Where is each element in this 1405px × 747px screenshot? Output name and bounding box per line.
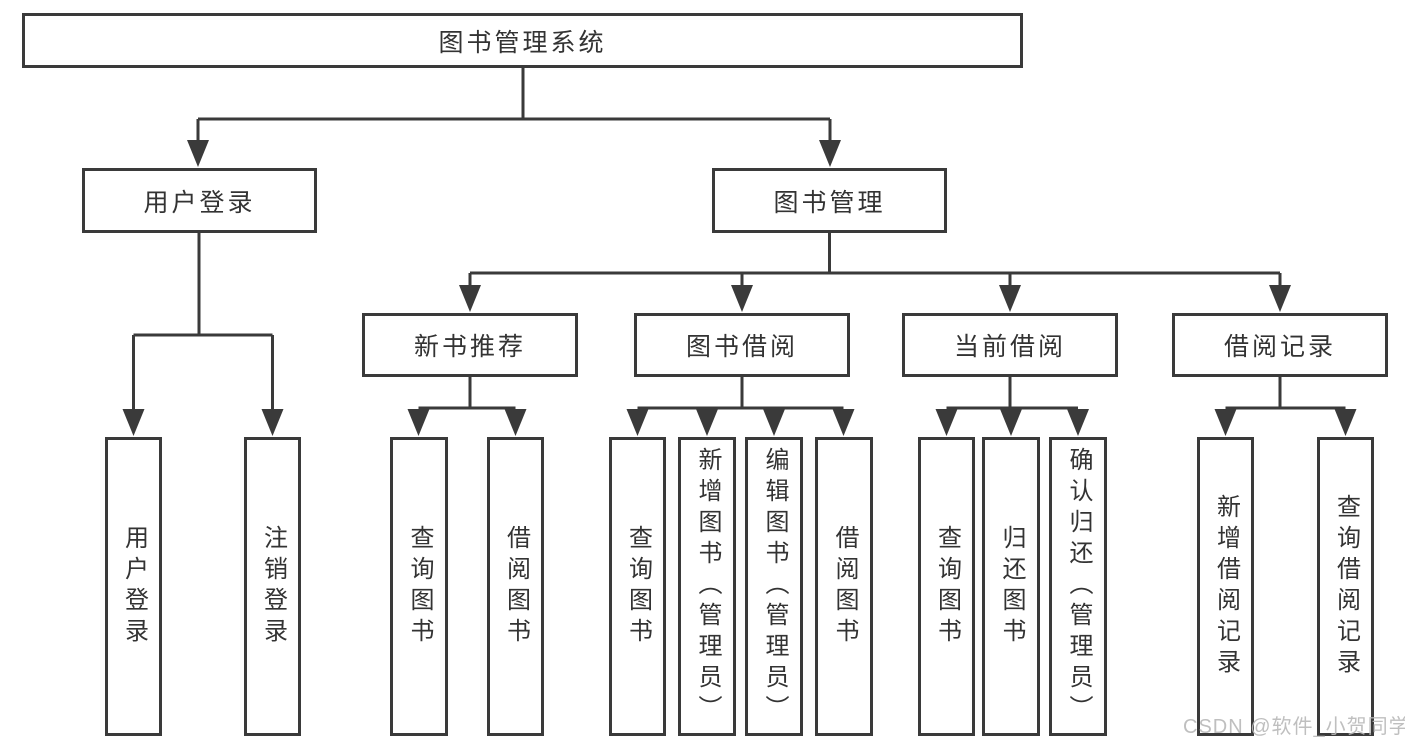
- arrowhead: [1067, 409, 1089, 436]
- leaf-query-borrow-record: 查询借阅记录: [1317, 437, 1374, 736]
- arrowhead: [187, 140, 209, 167]
- connector-new-book-recommend: [418, 377, 516, 410]
- connectors: [122, 68, 1357, 436]
- node-book-borrow: 图书借阅: [634, 313, 850, 377]
- connector-root: [196, 68, 832, 145]
- arrowhead: [731, 285, 753, 312]
- node-user-login: 用户登录: [82, 168, 317, 233]
- node-borrow-records-label: 借阅记录: [1223, 333, 1336, 361]
- node-current-borrow: 当前借阅: [902, 313, 1118, 377]
- arrowhead: [935, 409, 958, 436]
- leaf-borrow-books-recommend: 借阅图书: [487, 437, 544, 736]
- leaf-query-books-recommend: 查询图书: [390, 437, 448, 736]
- leaf-borrow-books-recommend-label: 借阅图书: [502, 524, 530, 649]
- arrowhead: [819, 140, 841, 167]
- node-user-login-label: 用户登录: [143, 188, 256, 217]
- leaf-add-borrow-record: 新增借阅记录: [1197, 437, 1254, 736]
- arrowhead: [763, 409, 785, 436]
- leaf-confirm-return-admin-label: 确认归还（管理员）: [1065, 447, 1092, 726]
- connector-current-borrow: [946, 377, 1078, 410]
- leaf-return-books-label: 归还图书: [998, 524, 1025, 649]
- node-book-borrow-label: 图书借阅: [685, 333, 798, 361]
- leaf-edit-books-admin-label: 编辑图书（管理员）: [761, 447, 788, 726]
- arrowhead: [696, 409, 718, 436]
- leaf-edit-books-admin: 编辑图书（管理员）: [745, 437, 803, 736]
- node-book-management: 图书管理: [712, 168, 947, 233]
- leaf-logout: 注销登录: [244, 437, 301, 736]
- leaf-add-books-admin: 新增图书（管理员）: [678, 437, 736, 736]
- node-current-borrow-label: 当前借阅: [953, 333, 1066, 361]
- node-borrow-records: 借阅记录: [1172, 313, 1388, 377]
- leaf-add-borrow-record-label: 新增借阅记录: [1212, 493, 1240, 680]
- node-new-book-recommend-label: 新书推荐: [413, 333, 526, 361]
- arrowhead: [459, 285, 481, 312]
- leaf-query-books-current-label: 查询图书: [933, 524, 961, 649]
- arrowhead: [1000, 409, 1022, 436]
- arrowhead: [832, 409, 855, 436]
- arrowhead: [1334, 409, 1357, 436]
- node-root: 图书管理系统: [22, 13, 1023, 68]
- leaf-query-borrow-record-label: 查询借阅记录: [1332, 493, 1360, 680]
- leaf-query-books-borrow: 查询图书: [609, 437, 666, 736]
- node-root-label: 图书管理系统: [438, 28, 607, 57]
- watermark-text: CSDN @软件_小贺同学: [1183, 716, 1405, 738]
- arrowhead: [122, 409, 145, 436]
- arrowhead: [407, 409, 430, 436]
- arrowhead: [626, 409, 649, 436]
- arrowhead: [504, 409, 527, 436]
- leaf-borrow-books: 借阅图书: [815, 437, 873, 736]
- leaf-confirm-return-admin: 确认归还（管理员）: [1049, 437, 1107, 736]
- leaf-query-books-borrow-label: 查询图书: [624, 524, 652, 649]
- connector-borrow-records: [1225, 377, 1346, 410]
- arrowhead: [1214, 409, 1237, 436]
- leaf-add-books-admin-label: 新增图书（管理员）: [694, 447, 721, 726]
- node-new-book-recommend: 新书推荐: [362, 313, 578, 377]
- node-book-management-label: 图书管理: [773, 188, 886, 217]
- arrowhead: [261, 409, 284, 436]
- leaf-return-books: 归还图书: [982, 437, 1040, 736]
- leaf-user-login: 用户登录: [105, 437, 162, 736]
- leaf-user-login-label: 用户登录: [120, 524, 148, 649]
- leaf-query-books-recommend-label: 查询图书: [406, 524, 433, 649]
- connector-user-login: [132, 233, 274, 414]
- arrowhead: [1269, 285, 1291, 312]
- connector-book-management: [468, 233, 1282, 290]
- arrowhead: [999, 285, 1021, 312]
- leaf-logout-label: 注销登录: [259, 524, 287, 649]
- leaf-borrow-books-label: 借阅图书: [831, 524, 858, 649]
- leaf-query-books-current: 查询图书: [918, 437, 975, 736]
- connector-book-borrow: [637, 377, 844, 410]
